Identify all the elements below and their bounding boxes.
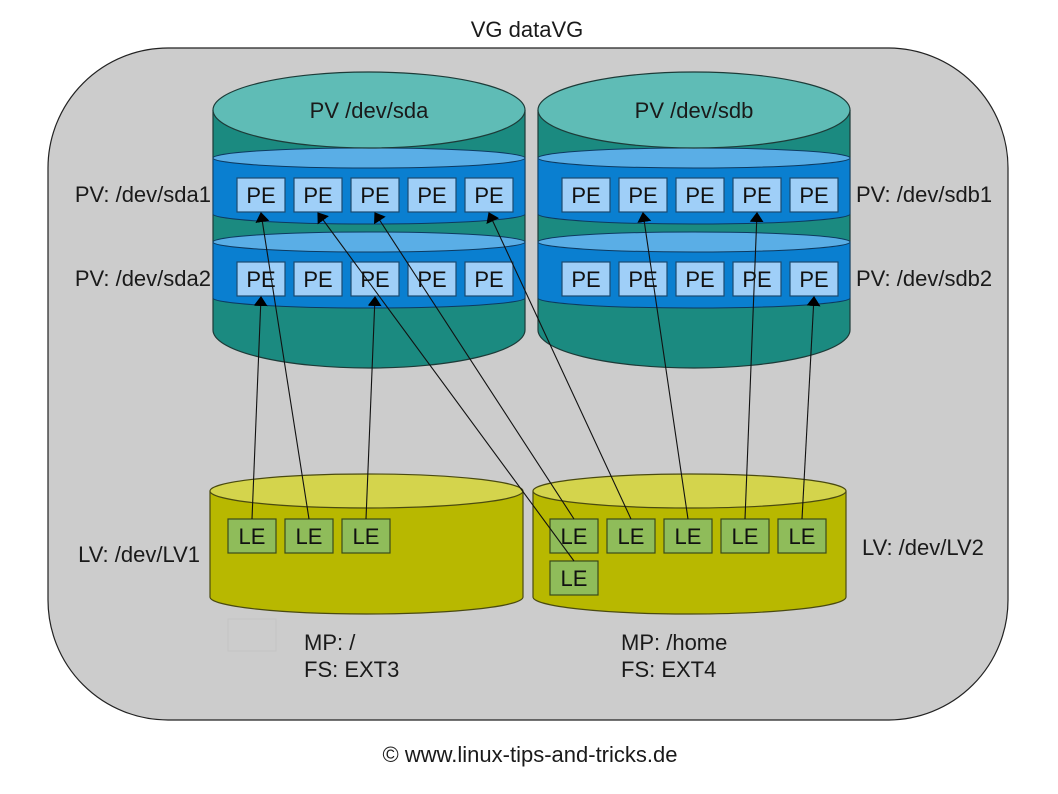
pe-label: PE [360,183,389,208]
lv-label: LV: /dev/LV1 [78,542,200,567]
le-label: LE [789,524,816,549]
pe-label: PE [474,183,503,208]
le-to-pe-mapping-arrow [317,212,575,562]
pe-label: PE [303,267,332,292]
lv-label: LV: /dev/LV2 [862,535,984,560]
copyright-footer[interactable]: © www.linux-tips-and-tricks.de [383,742,678,767]
physical-extent: PE [350,177,400,213]
pe-label: PE [685,183,714,208]
le-to-pe-mapping-arrow [251,296,268,520]
pe-label: PE [571,267,600,292]
partition-label: PV: /dev/sdb2 [856,266,992,291]
pe-label: PE [246,267,275,292]
physical-extent: PE [618,177,668,213]
logical-extent: LE [777,518,827,554]
le-label: LE [561,524,588,549]
empty-placeholder-box [227,618,277,652]
le-to-pe-mapping-arrow [486,212,632,520]
pv-disk-label: PV /dev/sda [310,98,429,123]
partition-label: PV: /dev/sda2 [75,266,211,291]
le-label: LE [618,524,645,549]
physical-extent: PE [293,177,343,213]
physical-volume-2: PE PE PE PE PE PE PE PE PE PE PV /dev/sdb [537,71,851,369]
le-label: LE [296,524,323,549]
pe-label: PE [246,183,275,208]
mount-point-label: MP: / [304,630,356,655]
logical-extent: LE [284,518,334,554]
physical-extent: PE [561,261,611,297]
logical-volume-1: LE LE LE [209,473,524,615]
logical-extent: LE [549,518,599,554]
physical-extent: PE [350,261,400,297]
pv-partition-1: PE PE PE PE PE [537,147,851,225]
logical-extent: LE [606,518,656,554]
physical-extent: PE [561,177,611,213]
physical-extent: PE [675,177,725,213]
le-to-pe-mapping-arrow [374,212,575,520]
pv-cylinder-top [537,71,851,149]
pe-label: PE [742,183,771,208]
pe-label: PE [571,183,600,208]
physical-extent: PE [732,261,782,297]
le-to-pe-mapping-arrow [637,212,689,520]
filesystem-label: FS: EXT3 [304,657,399,682]
volume-group-container [47,47,1009,721]
logical-extent: LE [549,560,599,596]
pe-label: PE [360,267,389,292]
pe-label: PE [742,267,771,292]
physical-extent: PE [236,261,286,297]
lv-cylinder-top [532,473,847,509]
pv-partition-2: PE PE PE PE PE [212,231,526,309]
partition-top [537,231,851,253]
pv-disk-label: PV /dev/sdb [635,98,754,123]
physical-extent: PE [236,177,286,213]
le-label: LE [239,524,266,549]
pe-label: PE [417,267,446,292]
le-label: LE [675,524,702,549]
le-label: LE [561,566,588,591]
pe-label: PE [799,267,828,292]
partition-top [212,147,526,169]
le-label: LE [353,524,380,549]
pe-label: PE [474,267,503,292]
logical-extent: LE [663,518,713,554]
pe-label: PE [799,183,828,208]
logical-extent: LE [341,518,391,554]
physical-extent: PE [464,261,514,297]
physical-extent: PE [407,261,457,297]
partition-top [212,231,526,253]
pe-label: PE [628,183,657,208]
filesystem-label: FS: EXT4 [621,657,716,682]
le-label: LE [732,524,759,549]
le-to-pe-mapping-arrow [365,296,382,520]
physical-extent: PE [618,261,668,297]
vg-title: VG dataVG [471,17,584,42]
physical-extent: PE [407,177,457,213]
physical-extent: PE [789,177,839,213]
partition-label: PV: /dev/sda1 [75,182,211,207]
physical-volume-1: PE PE PE PE PE PE PE PE PE PE PV /dev/sda [212,71,526,369]
pe-label: PE [303,183,332,208]
physical-extent: PE [675,261,725,297]
physical-extent: PE [464,177,514,213]
logical-extent: LE [720,518,770,554]
partition-top [537,147,851,169]
le-to-pe-mapping-arrow [744,212,764,520]
partition-label: PV: /dev/sdb1 [856,182,992,207]
physical-extent: PE [293,261,343,297]
le-to-pe-mapping-arrow [801,296,821,520]
pv-partition-2: PE PE PE PE PE [537,231,851,309]
physical-extent: PE [789,261,839,297]
pv-cylinder-top [212,71,526,149]
physical-extent: PE [732,177,782,213]
mount-point-label: MP: /home [621,630,727,655]
le-to-pe-mapping-arrow [255,212,310,520]
logical-volume-2: LE LE LE LE LE LE [532,473,847,615]
logical-extent: LE [227,518,277,554]
pe-label: PE [417,183,446,208]
pe-label: PE [685,267,714,292]
pv-partition-1: PE PE PE PE PE [212,147,526,225]
